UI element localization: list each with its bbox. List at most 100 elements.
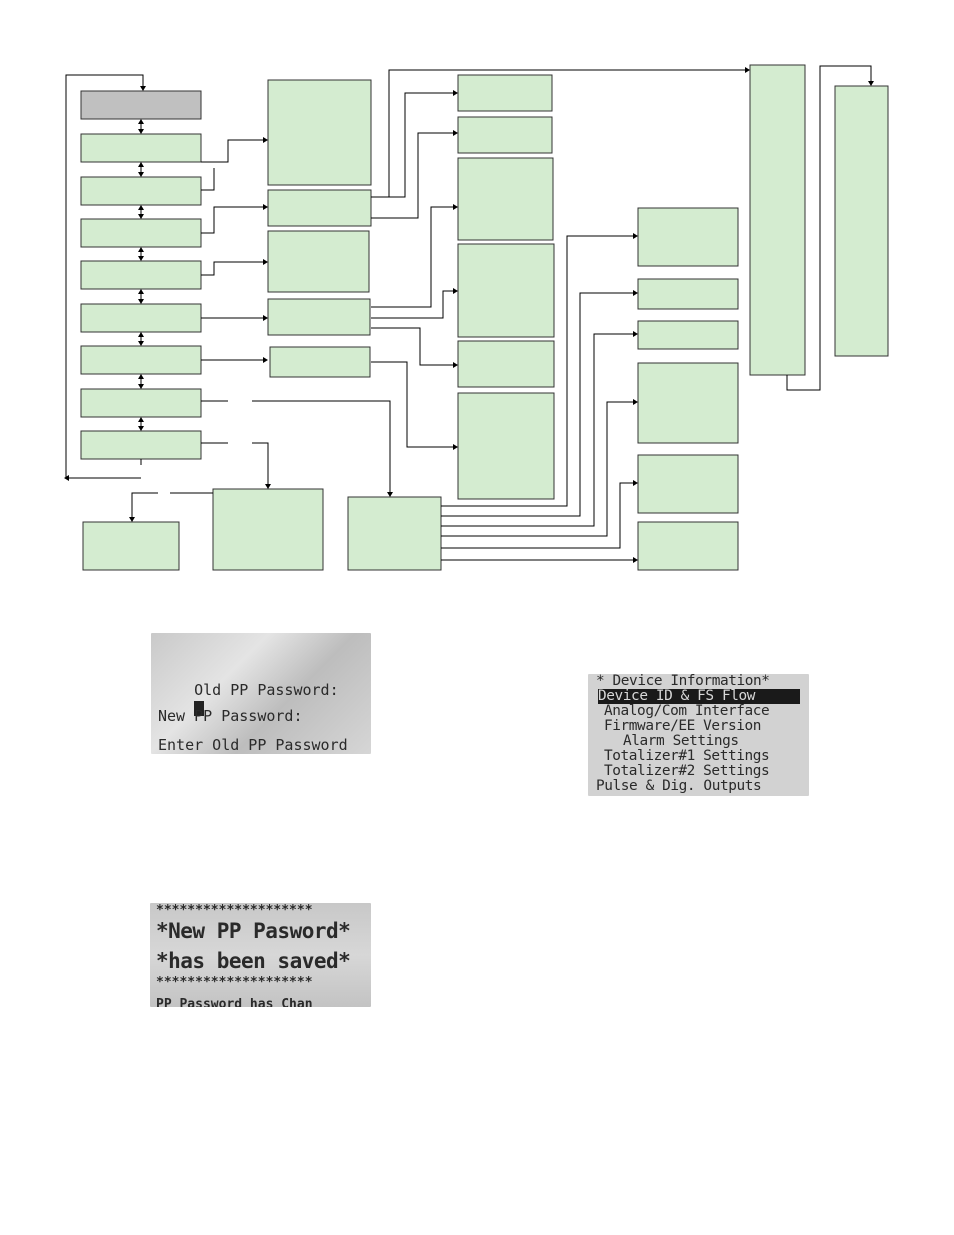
submenu-box-3 xyxy=(267,230,370,293)
menu-box-8 xyxy=(80,388,202,418)
down-line-2 xyxy=(252,400,391,492)
detail-box-3 xyxy=(457,157,554,241)
arrow xyxy=(745,67,750,73)
double-arrow-up xyxy=(138,205,144,210)
menu-box-4 xyxy=(80,218,202,248)
menu-connector-arrow xyxy=(263,259,268,265)
menu-connector-1 xyxy=(201,139,263,163)
menu-item-analog-com[interactable]: Analog/Com Interface xyxy=(604,703,770,719)
stars-border-top: ******************** xyxy=(156,903,313,918)
info-link-4 xyxy=(441,401,633,537)
menu-connector-arrow xyxy=(263,357,268,363)
detail-box-6 xyxy=(457,392,555,500)
menu-connector-4 xyxy=(201,261,263,276)
double-arrow-up xyxy=(138,119,144,124)
double-arrow-down xyxy=(138,341,144,346)
right-box-2 xyxy=(834,85,889,357)
arrow-bottom-1 xyxy=(129,517,135,522)
menu-box-5 xyxy=(80,260,202,290)
double-arrow-up xyxy=(138,247,144,252)
right-link xyxy=(786,65,872,391)
menu-item-totalizer-2[interactable]: Totalizer#2 Settings xyxy=(604,763,770,779)
arrow xyxy=(453,288,458,294)
bottom-box-3 xyxy=(347,496,442,571)
saved-footer: PP Password has Chan xyxy=(156,997,313,1007)
menu-connector-3 xyxy=(201,206,263,234)
menu-item-alarm-settings[interactable]: Alarm Settings xyxy=(623,733,739,749)
double-arrow-down xyxy=(138,426,144,431)
link-1 xyxy=(371,92,453,198)
double-arrow-up xyxy=(138,374,144,379)
link-6 xyxy=(371,361,453,448)
info-box-1 xyxy=(637,207,739,267)
menu-box-6 xyxy=(80,303,202,333)
info-link-2 xyxy=(441,292,633,517)
menu-connector-arrow xyxy=(263,315,268,321)
arrow xyxy=(633,290,638,296)
double-arrow-up xyxy=(138,332,144,337)
submenu-box-4 xyxy=(267,298,371,336)
saved-line-2: *has been saved* xyxy=(156,949,351,973)
menu-box-9 xyxy=(80,430,202,460)
menu-item-pulse-outputs[interactable]: Pulse & Dig. Outputs xyxy=(596,778,762,794)
new-password-label: New PP Password: xyxy=(158,707,303,725)
arrow-bottom-2 xyxy=(265,484,271,489)
menu-flowchart xyxy=(64,64,889,571)
arrow xyxy=(453,444,458,450)
double-arrow-down xyxy=(138,214,144,219)
double-arrow-up xyxy=(138,417,144,422)
loop-back-line xyxy=(65,74,144,479)
arrow xyxy=(453,362,458,368)
info-link-3 xyxy=(441,333,633,527)
left-line-2 xyxy=(131,492,158,517)
old-password-label: Old PP Password: xyxy=(194,681,339,699)
stars-border-bottom: ******************** xyxy=(156,975,313,990)
bottom-box-1 xyxy=(82,521,180,571)
prompt-text: Enter Old PP Password xyxy=(158,736,348,754)
menu-connector-arrow xyxy=(263,204,268,210)
bottom-box-2 xyxy=(212,488,324,571)
arrow xyxy=(633,233,638,239)
arrow xyxy=(633,399,638,405)
detail-box-5 xyxy=(457,340,555,388)
link-2 xyxy=(371,132,453,219)
menu-connector-arrow xyxy=(263,137,268,143)
old-password-screen: Old PP Password: New PP Password: Enter … xyxy=(151,633,371,754)
double-arrow-down xyxy=(138,172,144,177)
arrow xyxy=(633,557,638,563)
link-4 xyxy=(371,290,453,319)
arrow xyxy=(633,480,638,486)
menu-item-device-id[interactable]: Device ID & FS Flow xyxy=(598,689,800,704)
loop-back-arrow xyxy=(140,86,146,91)
menu-box-3 xyxy=(80,176,202,206)
info-box-4 xyxy=(637,362,739,444)
link-3 xyxy=(371,206,453,308)
double-arrow-down xyxy=(138,299,144,304)
menu-box-7 xyxy=(80,345,202,375)
info-box-3 xyxy=(637,320,739,350)
info-box-5 xyxy=(637,454,739,514)
double-arrow-down xyxy=(138,256,144,261)
menu-connector-2 xyxy=(201,168,215,191)
loop-left-arrow xyxy=(64,475,69,481)
menu-box-2 xyxy=(80,133,202,163)
info-box-2 xyxy=(637,278,739,310)
menu-item-firmware[interactable]: Firmware/EE Version xyxy=(604,718,762,734)
menu-item-totalizer-1[interactable]: Totalizer#1 Settings xyxy=(604,748,770,764)
link-5 xyxy=(371,327,453,366)
arrow xyxy=(633,331,638,337)
device-information-screen: * Device Information* Device ID & FS Flo… xyxy=(588,674,809,796)
info-link-5 xyxy=(441,482,633,549)
submenu-box-1 xyxy=(267,79,372,186)
double-arrow-up xyxy=(138,162,144,167)
detail-box-2 xyxy=(457,116,553,154)
saved-line-1: *New PP Pasword* xyxy=(156,919,351,943)
submenu-box-5 xyxy=(269,346,371,378)
arrow xyxy=(453,130,458,136)
menu-box-1 xyxy=(80,90,202,120)
link-top xyxy=(371,69,745,198)
right-box-1 xyxy=(749,64,806,376)
password-saved-screen: ******************** *New PP Pasword* *h… xyxy=(150,903,371,1007)
input-cursor xyxy=(194,701,205,716)
detail-box-4 xyxy=(457,243,555,338)
